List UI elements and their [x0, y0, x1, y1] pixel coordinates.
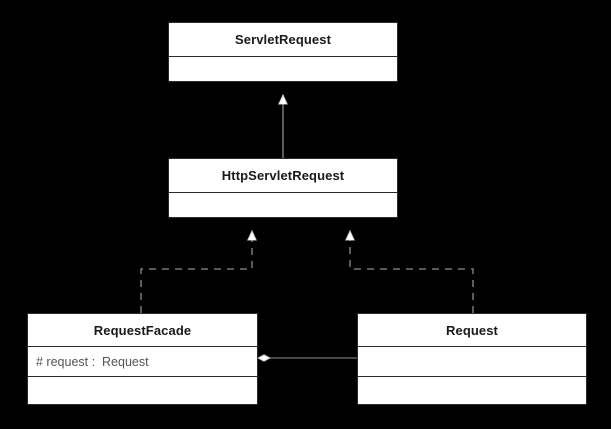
class-name-request: Request	[446, 322, 498, 338]
class-name-http-servlet-request: HttpServletRequest	[221, 168, 345, 183]
class-attribute-request-facade-request: # request : Request	[28, 346, 257, 376]
class-box-request-facade[interactable]: RequestFacade # request : Request	[27, 313, 258, 405]
class-name-request-facade: RequestFacade	[93, 322, 192, 338]
class-name-servlet-request: ServletRequest	[234, 32, 332, 47]
class-box-servlet-request[interactable]: ServletRequest	[168, 22, 398, 82]
class-attributes-http-servlet-request	[169, 192, 397, 217]
class-attributes-servlet-request	[169, 56, 397, 81]
edge-realization-request-to-http	[350, 231, 474, 313]
class-box-http-servlet-request[interactable]: HttpServletRequest	[168, 158, 398, 218]
class-box-request[interactable]: Request	[357, 313, 587, 405]
class-operations-request	[358, 376, 586, 404]
class-attributes-request	[358, 346, 586, 376]
class-operations-request-facade	[28, 376, 257, 404]
edge-realization-facade-to-http	[140, 231, 252, 313]
